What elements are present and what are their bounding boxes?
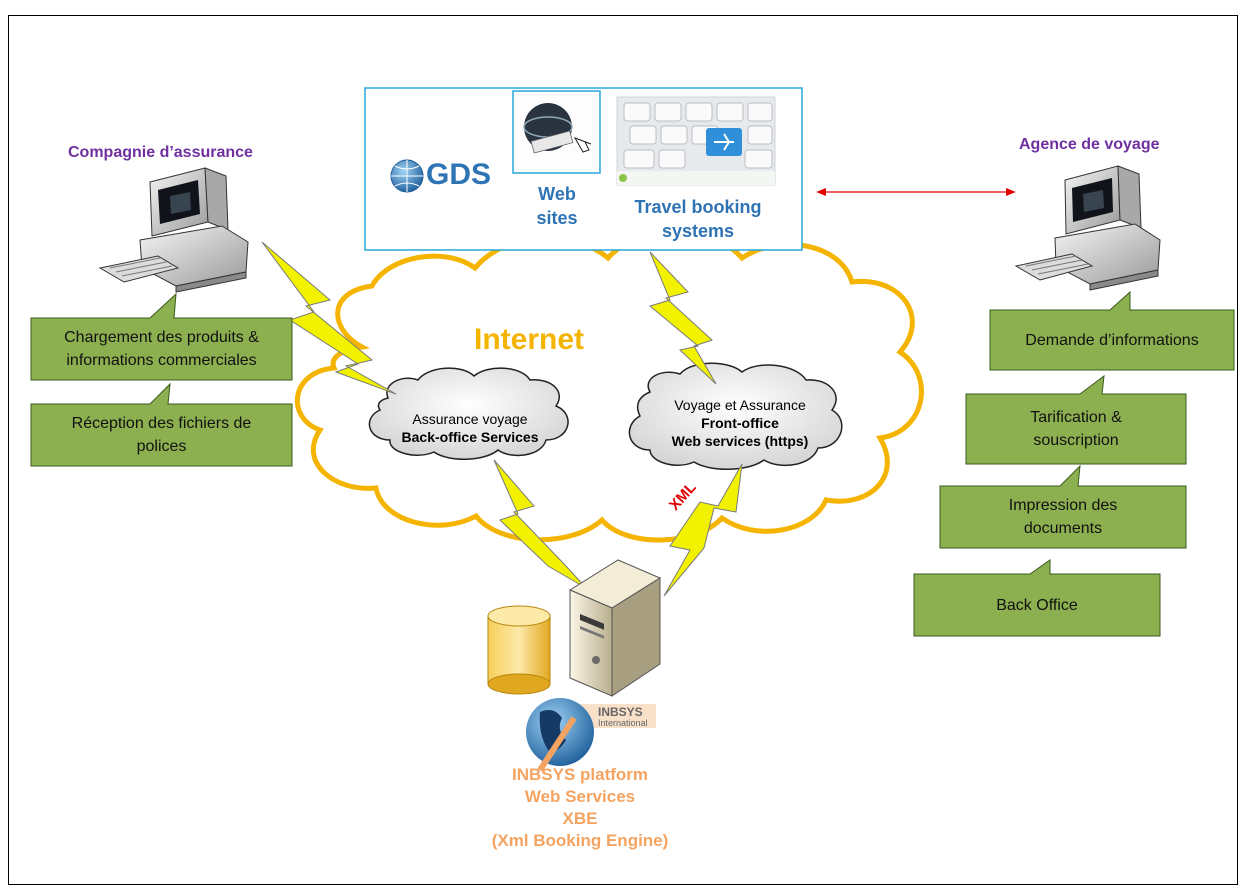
front-office-line1: Voyage et Assurance	[674, 397, 806, 413]
callout-tarification: Tarification & souscription	[966, 394, 1186, 464]
callout-demande-line1: Demande d’informations	[1025, 331, 1199, 349]
callout-shape-demande	[989, 290, 1235, 371]
gds-label: GDS	[426, 158, 492, 191]
callout-impression-line1: Impression des	[1008, 497, 1118, 514]
inbsys-logo-text: INBSYS International	[598, 706, 648, 728]
callout-reception-line1: Réception des fichiers de	[71, 415, 252, 432]
inbsys-logo-text2: International	[598, 718, 648, 728]
keyboard-keys	[623, 102, 773, 169]
travel-booking-line2: systems	[661, 221, 735, 241]
server-icon	[568, 559, 662, 697]
back-office-cloud-label: Assurance voyage Back-office Services	[378, 410, 562, 446]
front-office-line2: Front-office	[701, 415, 779, 431]
callout-shape-tarification	[965, 374, 1187, 465]
callout-reception-line2: polices	[136, 438, 187, 455]
insurance-company-title: Compagnie d’assurance	[68, 144, 253, 161]
callout-chargement-line2: informations commerciales	[66, 352, 257, 369]
web-sites-line1: Web	[538, 184, 576, 204]
inbsys-logo-text1: INBSYS	[598, 705, 643, 719]
pointer-hand-icon	[573, 137, 592, 153]
front-office-cloud-label: Voyage et Assurance Front-office Web ser…	[640, 396, 840, 450]
internet-label: Internet	[474, 323, 585, 356]
callout-tarification-line1: Tarification &	[1030, 409, 1122, 426]
travel-booking-line1: Travel booking	[634, 197, 762, 217]
callout-impression-line2: documents	[1023, 520, 1103, 537]
lightning-bolt-right-top	[648, 251, 717, 385]
web-sites-line2: sites	[536, 208, 578, 228]
callout-demande: Demande d’informations	[990, 310, 1234, 370]
right-computer-icon	[1014, 165, 1161, 291]
lightning-bolt-bottom-right	[663, 463, 743, 597]
travel-agency-title: Agence de voyage	[1019, 136, 1160, 153]
callout-impression: Impression des documents	[940, 486, 1186, 548]
bidirectional-arrow	[816, 188, 1016, 196]
platform-line4: (Xml Booking Engine)	[491, 831, 669, 850]
inbsys-logo	[526, 698, 656, 772]
web-sites-label: Web sites	[527, 182, 587, 230]
platform-line1: INBSYS platform	[511, 765, 649, 784]
callout-reception: Réception des fichiers de polices	[31, 404, 292, 466]
travel-booking-label: Travel booking systems	[620, 195, 776, 243]
back-office-line1: Assurance voyage	[412, 411, 528, 427]
front-office-cloud	[628, 362, 843, 470]
callout-shape-reception	[30, 382, 293, 467]
platform-label: INBSYS platform Web Services XBE (Xml Bo…	[480, 764, 680, 852]
callout-chargement-line1: Chargement des produits &	[64, 329, 259, 346]
callout-tarification-line2: souscription	[1033, 432, 1119, 449]
database-icon	[487, 605, 551, 695]
callout-shape-impression	[939, 464, 1187, 549]
platform-line2: Web Services	[524, 787, 636, 806]
callout-shape-chargement	[30, 292, 293, 381]
callout-back-office-line1: Back Office	[996, 596, 1078, 614]
platform-line3: XBE	[562, 809, 598, 828]
callout-shape-back-office	[913, 559, 1161, 637]
left-computer-icon	[98, 167, 249, 293]
back-office-cloud	[368, 367, 569, 460]
callout-back-office: Back Office	[914, 574, 1160, 636]
callout-chargement: Chargement des produits & informations c…	[31, 318, 292, 380]
back-office-line2: Back-office Services	[401, 429, 539, 445]
lightning-bolt-left-top	[261, 241, 397, 395]
front-office-line3: Web services (https)	[671, 433, 809, 449]
